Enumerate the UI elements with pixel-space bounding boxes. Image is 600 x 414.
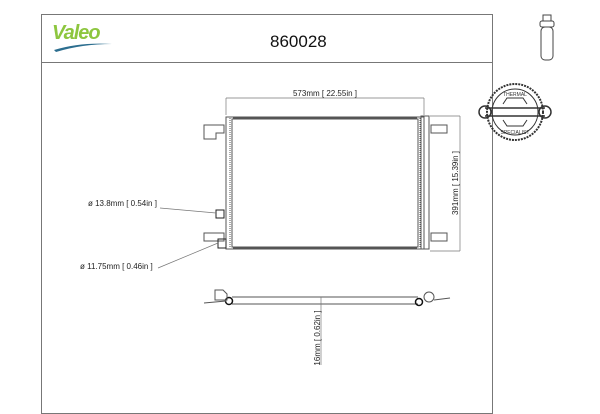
part-number: 860028 <box>270 32 327 51</box>
receiver-drier-icon <box>539 14 555 61</box>
condenser-side-view <box>203 289 451 307</box>
badge-bottom-text: SPECIALIST <box>501 130 530 136</box>
logo-swoosh <box>54 43 112 52</box>
width-dimension <box>225 97 425 115</box>
height-dimension-label: 391mm [ 15.39in ] <box>451 151 460 215</box>
outlet-diameter-label: ø 11.75mm [ 0.46in ] <box>80 262 153 271</box>
height-dimension <box>430 115 461 252</box>
inlet-leader-line <box>159 207 217 214</box>
thermal-specialist-badge-icon: THERMAL SPECIALIST <box>478 83 552 141</box>
width-dimension-label: 573mm [ 22.55in ] <box>293 89 357 98</box>
depth-dimension-label: 16mm [ 0.62in ] <box>313 310 322 365</box>
valeo-logo: Valeo <box>52 22 101 44</box>
inlet-diameter-label: ø 13.8mm [ 0.54in ] <box>88 199 157 208</box>
header-divider <box>41 62 493 63</box>
outlet-leader-line <box>157 242 219 269</box>
technical-drawing: THERMAL SPECIALIST 573mm [ 22.55in ] 391… <box>54 14 555 366</box>
condenser-front-view <box>203 115 448 250</box>
badge-top-text: THERMAL <box>503 92 527 98</box>
